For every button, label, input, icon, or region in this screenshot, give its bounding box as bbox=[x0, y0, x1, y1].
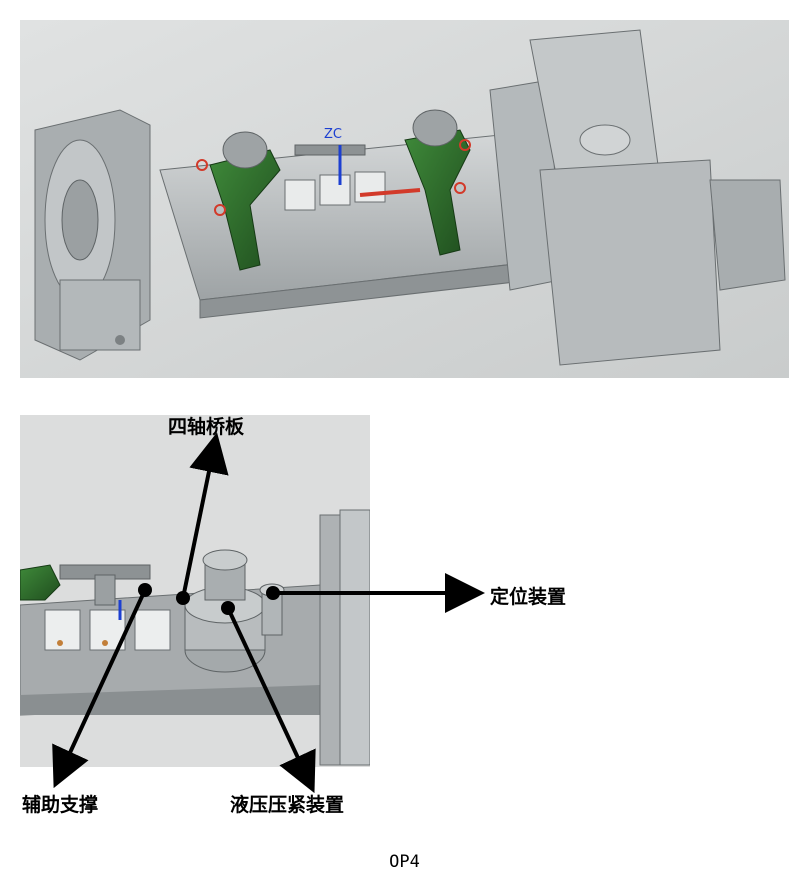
tailstock bbox=[34, 109, 151, 361]
rotary-table bbox=[489, 29, 786, 366]
axis-triad: ZC bbox=[324, 127, 342, 185]
auxiliary-supports bbox=[284, 144, 421, 211]
label-auxiliary-support: 辅助支撑 bbox=[22, 794, 99, 816]
axis-marker-label: ZC bbox=[324, 127, 342, 142]
label-bridge-plate: 四轴桥板 bbox=[168, 416, 245, 438]
label-locating-device: 定位装置 bbox=[490, 586, 567, 608]
hydraulic-clamp-arms bbox=[209, 109, 471, 271]
arrow-clamp bbox=[226, 607, 316, 794]
arrow-bridge bbox=[181, 432, 229, 599]
arrow-support bbox=[52, 589, 147, 789]
fixture-overview-image: ZC bbox=[20, 20, 789, 378]
operation-caption: OP4 bbox=[389, 852, 420, 872]
label-hydraulic-clamp: 液压压紧装置 bbox=[230, 794, 345, 816]
red-markers bbox=[196, 139, 471, 216]
